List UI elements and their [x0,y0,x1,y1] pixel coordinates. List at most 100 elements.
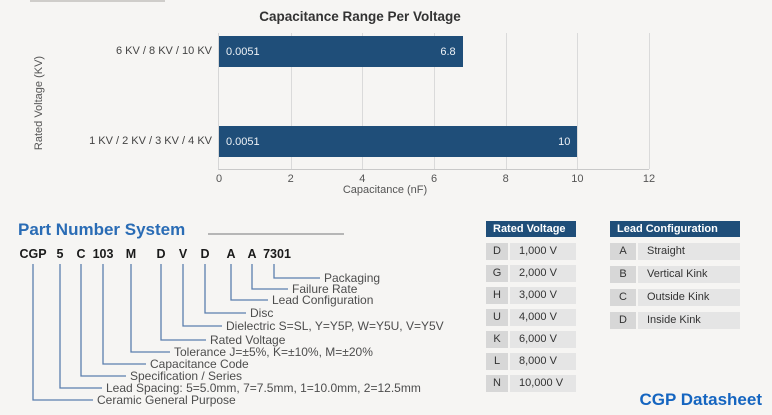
code-cell: C [610,289,636,306]
part-label-rated-voltage: Rated Voltage [210,333,286,347]
rated-voltage-table: Rated Voltage D 1,000 V G 2,000 V H 3,00… [486,221,576,397]
value-cell: Inside Kink [638,312,740,329]
table-row: G 2,000 V [486,265,576,282]
part-code: V [179,247,188,261]
connector-line [160,264,206,341]
table-row: N 10,000 V [486,375,576,392]
x-tick-label: 12 [642,173,656,185]
chart-plot: 0.0051 6.8 0.0051 10 0 2 4 6 8 10 12 [216,33,655,185]
connector-line [32,264,93,401]
chart-category-label: 6 KV / 8 KV / 10 KV [116,45,212,57]
gridline [649,33,650,169]
gridline [362,33,364,169]
chart-bar-low-voltage: 0.0051 10 [219,126,578,157]
gridline [505,33,507,169]
code-cell: N [486,375,508,392]
connector-line [102,264,146,365]
code-cell: D [486,243,508,260]
part-code: M [126,247,136,261]
x-tick-label: 0 [215,173,223,185]
bar-min-value-label: 0.0051 [226,45,260,58]
part-code: 5 [57,247,64,261]
part-label-ceramic: Ceramic General Purpose [97,393,236,407]
gridline [290,33,292,169]
x-tick-label: 2 [287,173,294,185]
part-label-lead-configuration: Lead Configuration [272,293,373,307]
code-cell: U [486,309,508,326]
connector-line [80,264,126,377]
chart-category-label: 1 KV / 2 KV / 3 KV / 4 KV [89,135,212,147]
lead-configuration-table-header: Lead Configuration [610,221,740,237]
part-code: D [200,247,209,261]
code-cell: H [486,287,508,304]
part-code: A [226,247,235,261]
chart-y-axis-label: Rated Voltage (KV) [33,55,45,151]
value-cell: 2,000 V [510,265,576,282]
table-row: L 8,000 V [486,353,576,370]
bar-max-value-label: 6.8 [440,45,456,58]
x-tick-label: 8 [502,173,509,185]
connector-line [182,264,222,327]
code-cell: K [486,331,508,348]
table-row: C Outside Kink [610,289,740,306]
part-code: C [76,247,85,261]
part-label-tolerance: Tolerance J=±5%, K=±10%, M=±20% [174,345,373,359]
table-row: A Straight [610,243,740,260]
part-label-failure-rate: Failure Rate [292,282,358,296]
chart-x-axis-label: Capacitance (nF) [342,184,428,196]
part-number-system-heading: Part Number System [18,220,186,239]
table-row: K 6,000 V [486,331,576,348]
connector-line [130,264,170,353]
connector-line [273,264,320,279]
lead-configuration-table: Lead Configuration A Straight B Vertical… [610,221,740,335]
value-cell: 8,000 V [510,353,576,370]
part-code: 7301 [263,247,291,261]
code-cell: L [486,353,508,370]
cgp-datasheet-link[interactable]: CGP Datasheet [639,390,762,409]
top-edge-fragment [30,0,165,2]
code-cell: A [610,243,636,260]
value-cell: Straight [638,243,740,260]
chart-title: Capacitance Range Per Voltage [259,9,461,24]
code-cell: D [610,312,636,329]
part-code: 103 [93,247,114,261]
bar-min-value-label: 0.0051 [226,135,260,148]
part-label-packaging: Packaging [324,271,380,285]
part-label-specification: Specification / Series [130,369,242,383]
part-label-capacitance-code: Capacitance Code [150,357,249,371]
rated-voltage-table-header: Rated Voltage [486,221,576,237]
value-cell: 6,000 V [510,331,576,348]
value-cell: Vertical Kink [638,266,740,283]
part-label-disc: Disc [250,306,273,320]
part-code: A [247,247,256,261]
value-cell: Outside Kink [638,289,740,306]
x-tick-label: 6 [430,173,438,185]
table-row: U 4,000 V [486,309,576,326]
code-cell: G [486,265,508,282]
heading-rule [208,233,344,235]
gridline [434,33,435,169]
table-row: H 3,000 V [486,287,576,304]
value-cell: 10,000 V [510,375,576,392]
value-cell: 1,000 V [510,243,576,260]
part-label-dielectric: Dielectric S=SL, Y=Y5P, W=Y5U, V=Y5V [226,319,444,333]
table-row: D Inside Kink [610,312,740,329]
value-cell: 3,000 V [510,287,576,304]
x-tick-label: 10 [571,173,584,185]
part-code: CGP [19,247,46,261]
table-row: B Vertical Kink [610,266,740,283]
bar-max-value-label: 10 [558,135,571,148]
table-row: D 1,000 V [486,243,576,260]
connector-line [59,264,102,389]
chart-bar-high-voltage: 0.0051 6.8 [219,36,463,67]
connector-line [230,264,268,301]
gridline [577,33,579,169]
x-tick-label: 4 [359,173,366,185]
part-code: D [156,247,165,261]
part-label-lead-spacing: Lead Spacing: 5=5.0mm, 7=7.5mm, 1=10.0mm… [106,381,421,395]
code-cell: B [610,266,636,283]
value-cell: 4,000 V [510,309,576,326]
connector-line [204,264,246,314]
part-number-diagram: CGP 5 C 103 M D V D A A 7301 Packaging F… [19,247,444,407]
connector-line [251,264,288,290]
